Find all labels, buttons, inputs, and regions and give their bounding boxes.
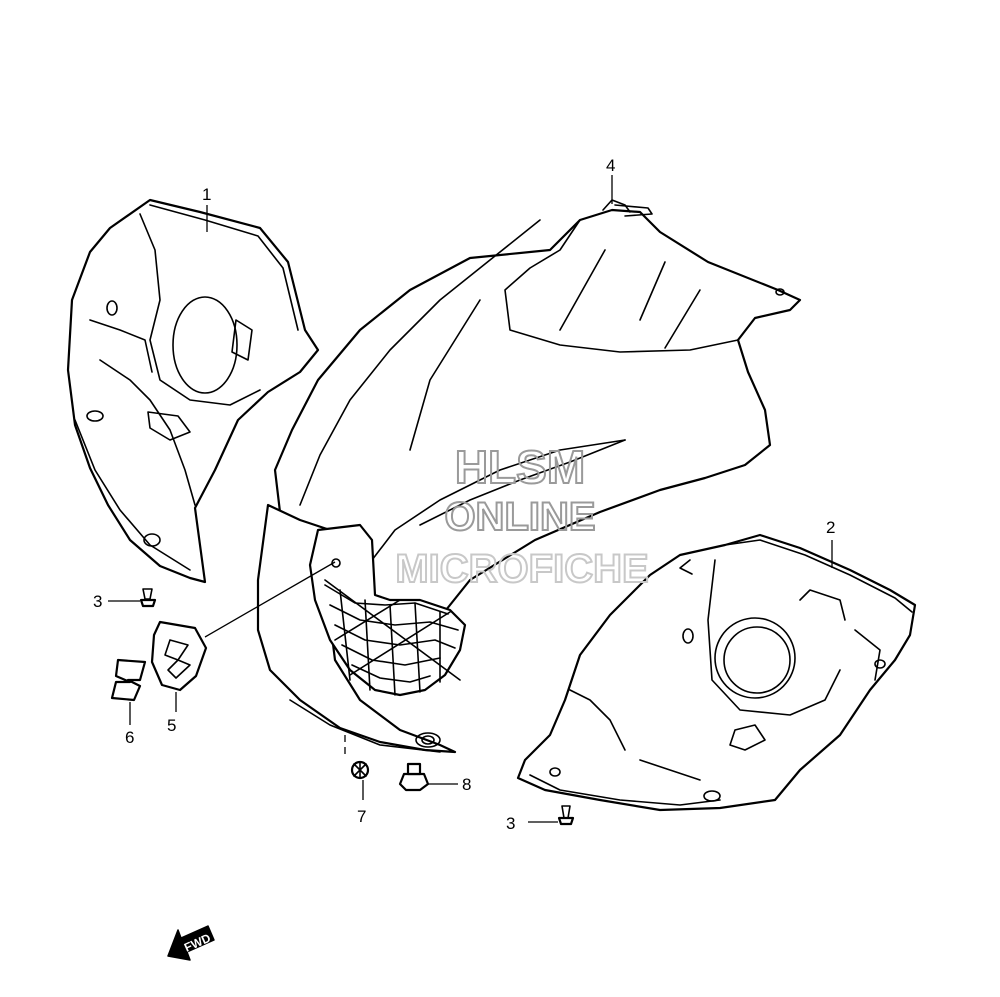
callout-group-4: 4 <box>606 156 615 204</box>
callout-group-2: 2 <box>826 518 835 568</box>
callout-5: 5 <box>167 716 176 735</box>
callout-6: 6 <box>125 728 134 747</box>
part-3-left-screw: 3 <box>93 588 157 611</box>
callout-7: 7 <box>357 807 366 826</box>
part-4-upper-cowling <box>273 199 802 692</box>
callout-1: 1 <box>202 185 211 204</box>
callout-2: 2 <box>826 518 835 537</box>
grille-mesh <box>324 579 461 696</box>
part-7-grommet: 7 <box>344 735 370 826</box>
callout-3-right: 3 <box>506 814 515 833</box>
watermark-line-3: MICROFICHE <box>395 547 648 591</box>
callout-3-left: 3 <box>93 592 102 611</box>
watermark-line-2: ONLINE <box>444 495 595 539</box>
front-fairing-lower <box>256 503 467 754</box>
watermark-line-1: HLSM <box>455 441 585 493</box>
part-8-fastener: 8 <box>398 762 471 794</box>
callout-8: 8 <box>462 775 471 794</box>
part-6-s-emblem: 6 <box>110 658 147 747</box>
fwd-label: FWD <box>182 931 213 955</box>
callout-4: 4 <box>606 156 615 175</box>
fwd-arrow-icon: FWD <box>167 925 215 961</box>
part-5-emblem-base: 5 <box>150 561 336 735</box>
watermark: HLSM ONLINE MICROFICHE <box>394 440 649 592</box>
part-2-right-inner-panel <box>516 533 917 812</box>
callout-group-1: 1 <box>202 185 211 232</box>
part-1-left-inner-panel <box>66 198 320 584</box>
part-3-right-screw: 3 <box>506 805 575 833</box>
